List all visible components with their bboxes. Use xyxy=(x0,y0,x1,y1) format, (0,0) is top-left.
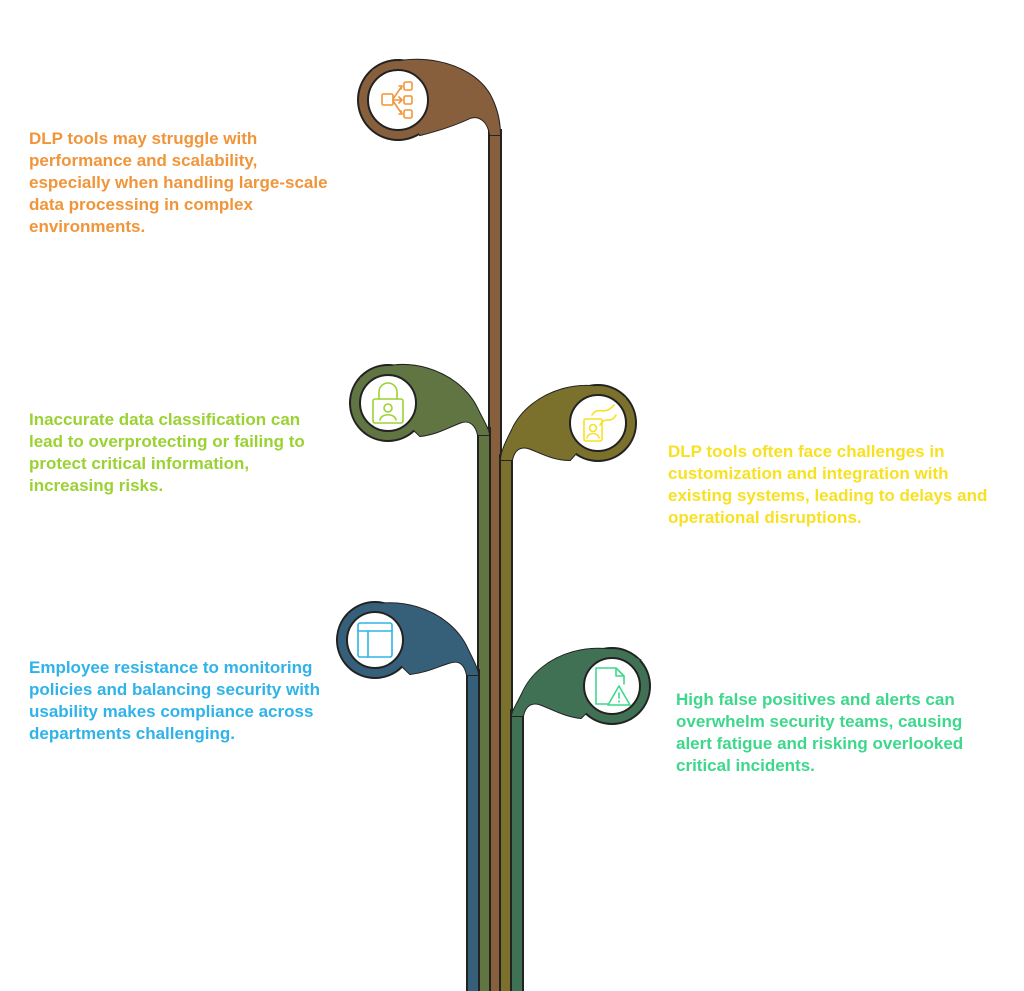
id-card-wave-icon xyxy=(583,404,617,442)
branch-bulbs xyxy=(336,58,651,725)
browser-layout-icon xyxy=(357,622,393,658)
bulb-inner xyxy=(569,394,627,452)
branch-text-resistance: Employee resistance to monitoring polici… xyxy=(29,658,320,743)
bulb-inner xyxy=(346,611,404,669)
bulb-resistance xyxy=(336,601,480,679)
bulb-inner xyxy=(359,374,417,432)
bulb-integration xyxy=(499,384,637,462)
bulb-false-positives xyxy=(510,647,651,725)
bulb-inner xyxy=(583,657,641,715)
stem-resistance xyxy=(466,669,480,991)
branch-text-classification: Inaccurate data classification can lead … xyxy=(29,410,305,495)
stem-false-positives xyxy=(510,709,524,991)
stems xyxy=(466,129,524,991)
padlock-user-icon xyxy=(372,382,404,424)
branch-text-integration: DLP tools often face challenges in custo… xyxy=(668,442,988,527)
branch-text-false-positives: High false positives and alerts can over… xyxy=(676,690,964,775)
document-warning-icon xyxy=(595,667,631,706)
bulb-performance xyxy=(357,58,502,141)
bulb-classification xyxy=(349,363,491,442)
branch-text-performance: DLP tools may struggle with performance … xyxy=(29,129,328,236)
process-flow-icon xyxy=(381,81,413,119)
